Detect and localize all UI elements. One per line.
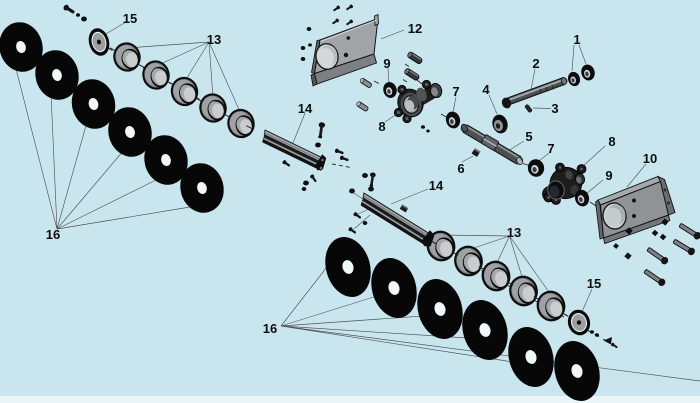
svg-text:7: 7 xyxy=(452,84,459,99)
svg-text:16: 16 xyxy=(46,227,60,242)
svg-text:4: 4 xyxy=(482,82,490,97)
svg-text:8: 8 xyxy=(608,134,615,149)
svg-text:12: 12 xyxy=(408,21,422,36)
svg-text:15: 15 xyxy=(123,11,137,26)
svg-text:13: 13 xyxy=(507,225,521,240)
svg-text:3: 3 xyxy=(551,101,558,116)
svg-text:1: 1 xyxy=(573,32,580,47)
svg-text:13: 13 xyxy=(207,32,221,47)
svg-text:6: 6 xyxy=(457,161,464,176)
svg-text:5: 5 xyxy=(525,129,532,144)
svg-text:9: 9 xyxy=(605,168,612,183)
svg-text:10: 10 xyxy=(643,151,657,166)
svg-text:9: 9 xyxy=(383,56,390,71)
svg-text:7: 7 xyxy=(547,141,554,156)
svg-text:14: 14 xyxy=(429,178,444,193)
svg-text:8: 8 xyxy=(378,119,385,134)
svg-text:15: 15 xyxy=(587,276,601,291)
svg-text:16: 16 xyxy=(263,321,277,336)
svg-text:14: 14 xyxy=(298,101,313,116)
svg-text:2: 2 xyxy=(532,56,539,71)
